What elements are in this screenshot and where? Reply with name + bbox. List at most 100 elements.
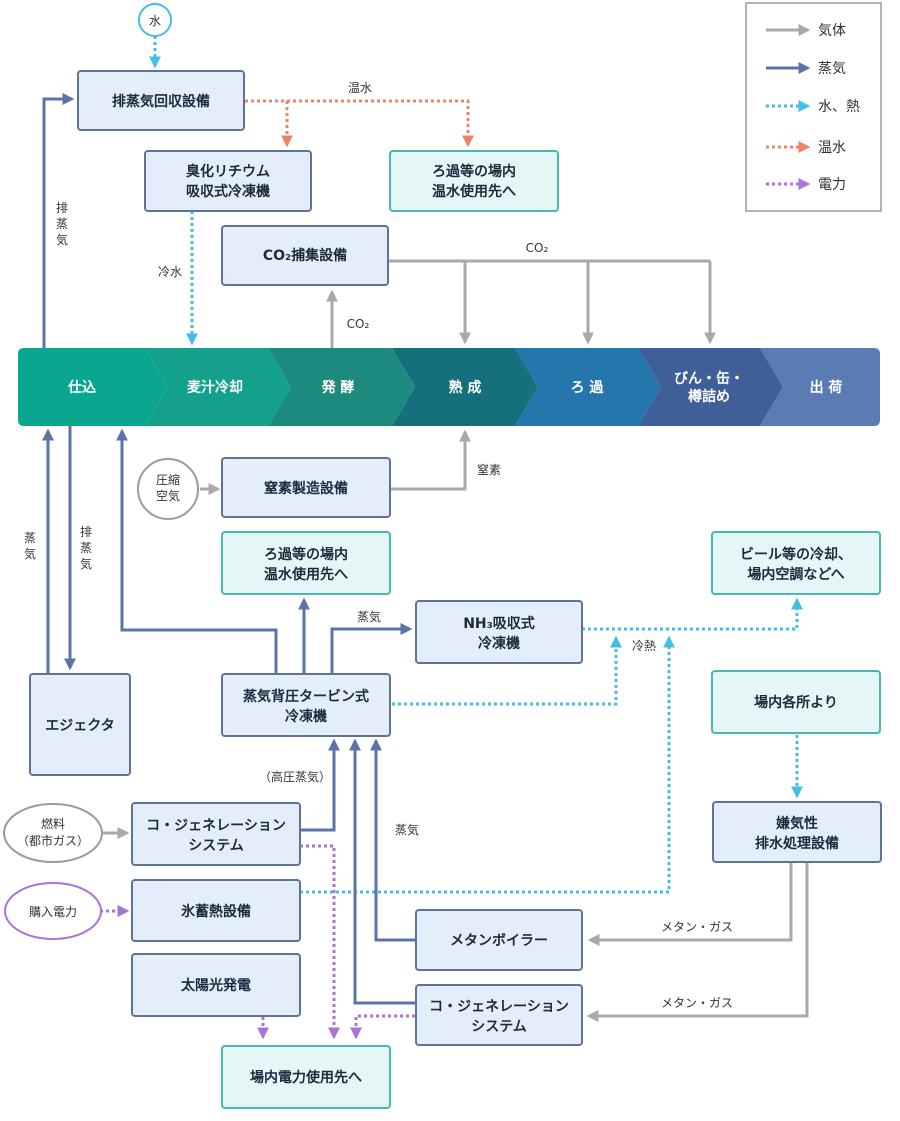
step-shikomi-label: 仕込	[67, 379, 96, 396]
hot-water-use-mid-label-2: 温水使用先へ	[264, 566, 348, 583]
connections	[42, 36, 809, 1040]
libr-chiller-box	[144, 150, 312, 212]
exhaust-steam-v-1: 排	[56, 201, 68, 215]
cold-heat-label: 冷熱	[632, 639, 656, 653]
nodes: 水 排蒸気回収設備 臭化リチウム 吸収式冷凍機 ろ過等の場内 温水使用先へ CO…	[3, 3, 882, 1109]
exhaust-steam-v-2: 蒸	[56, 217, 68, 231]
high-pressure-steam-line	[300, 738, 340, 832]
steam-v-1: 蒸	[24, 531, 36, 545]
turbine-chiller-box	[221, 673, 391, 737]
cogen2-label-2: システム	[471, 1019, 527, 1035]
step-shikomi	[18, 348, 168, 426]
steam-mid-label: 蒸気	[395, 822, 419, 837]
steam-to-nh3-label: 蒸気	[357, 609, 381, 624]
methane-gas-label-2: メタン・ガス	[661, 996, 733, 1010]
legend-hot-water-label: 温水	[818, 140, 846, 156]
fuel-label-2: （都市ガス）	[17, 833, 89, 848]
libr-chiller-label-2: 吸収式冷凍機	[186, 183, 270, 200]
anaerobic-label-1: 嫌気性	[776, 815, 818, 832]
hot-water-use-mid-box	[221, 531, 391, 595]
step-filtration	[515, 348, 661, 426]
turbine-chiller-label-2: 冷凍機	[285, 708, 327, 725]
nh3-chiller-label-1: NH₃吸収式	[463, 615, 535, 632]
hot-water-use-mid-label-1: ろ過等の場内	[264, 546, 348, 563]
turbine-cold-heat-line	[392, 635, 622, 706]
cogen2-label-1: コ・ジェネレーション	[429, 999, 569, 1015]
steam-v-2: 気	[24, 546, 36, 561]
anaerobic-box	[712, 801, 882, 863]
beer-cooling-box	[711, 531, 881, 595]
step-packaging-label-2: 樽詰め	[688, 388, 730, 405]
solar-box	[131, 953, 301, 1017]
water-node-label: 水	[149, 14, 161, 28]
compressed-air-label-2: 空気	[156, 488, 180, 503]
hot-water-use-top-box	[389, 150, 559, 212]
cogen1-power-line	[300, 844, 340, 1040]
step-wort-cooling	[145, 348, 291, 426]
purchased-power-node	[4, 882, 102, 940]
exhaust-recovery-label: 排蒸気回収設備	[112, 93, 210, 110]
high-pressure-label: （高圧蒸気）	[259, 769, 331, 784]
cold-water-label: 冷水	[158, 265, 182, 279]
legend-gas-label: 気体	[818, 23, 846, 39]
line-labels: 温水 排 蒸 気 冷水 CO₂ CO₂ 窒素 蒸 気 排 蒸 気 蒸気 冷熱 （…	[24, 81, 733, 1010]
methane-gas-line-1	[587, 862, 793, 946]
plant-sources-label: 場内各所より	[754, 694, 838, 711]
ejector-label: エジェクタ	[45, 718, 114, 734]
nitrogen-line	[390, 429, 471, 491]
beer-cooling-label-2: 場内空調などへ	[747, 566, 844, 583]
step-shipping	[760, 348, 880, 426]
step-packaging-label-1: びん・缶・	[674, 370, 744, 387]
beer-cooling-label-1: ビール等の冷却、	[740, 546, 852, 563]
nitrogen-box-label: 窒素製造設備	[264, 480, 348, 497]
legend-water-label: 水、熱	[818, 99, 860, 115]
cogen1-label-2: システム	[188, 838, 244, 854]
ice-storage-cold-heat-line	[300, 635, 675, 894]
step-packaging	[638, 348, 783, 426]
cogen2-steam-line	[349, 738, 415, 1005]
cogen1-box	[131, 802, 301, 866]
exhaust-recovery-box	[77, 70, 245, 131]
turbine-to-nh3-line	[330, 623, 413, 673]
legend-steam-label: 蒸気	[818, 61, 846, 77]
cold-heat-to-beer-line	[582, 597, 803, 631]
step-maturation-label: 熟 成	[449, 379, 482, 396]
compressed-air-label-1: 圧縮	[156, 472, 180, 487]
exhaust-steam-v2-1: 排	[80, 525, 92, 539]
ice-storage-label: 氷蓄熱設備	[181, 903, 251, 920]
nh3-chiller-label-2: 冷凍機	[478, 635, 520, 652]
nh3-chiller-box	[415, 600, 583, 664]
power-use-label: 場内電力使用先へ	[250, 1069, 362, 1086]
methane-boiler-box	[415, 909, 583, 971]
exhaust-steam-v2-2: 蒸	[80, 541, 92, 555]
solar-label: 太陽光発電	[181, 977, 251, 994]
exhaust-steam-v-3: 気	[56, 232, 68, 247]
nitrogen-box	[221, 457, 391, 518]
exhaust-steam-v2-3: 気	[80, 556, 92, 571]
step-maturation	[392, 348, 538, 426]
methane-gas-line-2	[586, 862, 809, 1022]
boiler-steam-line	[370, 738, 415, 942]
methane-gas-label-1: メタン・ガス	[661, 920, 733, 934]
nitrogen-label: 窒素	[477, 462, 501, 477]
fuel-node	[3, 803, 103, 863]
cogen1-label-1: コ・ジェネレーション	[146, 818, 286, 834]
water-node	[138, 3, 172, 37]
anaerobic-label-2: 排水処理設備	[755, 835, 839, 852]
cogen2-power-line	[350, 1014, 415, 1040]
step-wort-cooling-label: 麦汁冷却	[187, 379, 243, 396]
hot-water-line	[245, 99, 474, 148]
step-filtration-label: ろ 過	[571, 380, 605, 396]
legend-power-label: 電力	[818, 177, 846, 193]
ice-storage-box	[131, 879, 301, 942]
co2-top-label: CO₂	[526, 241, 549, 255]
methane-boiler-label: メタンボイラー	[450, 933, 548, 949]
process-band: 仕込 麦汁冷却 発 酵 熟 成 ろ 過 びん・缶・ 樽詰め 出 荷	[18, 348, 880, 426]
compressed-air-node	[137, 458, 199, 520]
step-shipping-label: 出 荷	[810, 379, 843, 396]
step-fermentation	[268, 348, 415, 426]
cogen2-box	[415, 984, 583, 1046]
co2-up-label: CO₂	[347, 317, 370, 331]
